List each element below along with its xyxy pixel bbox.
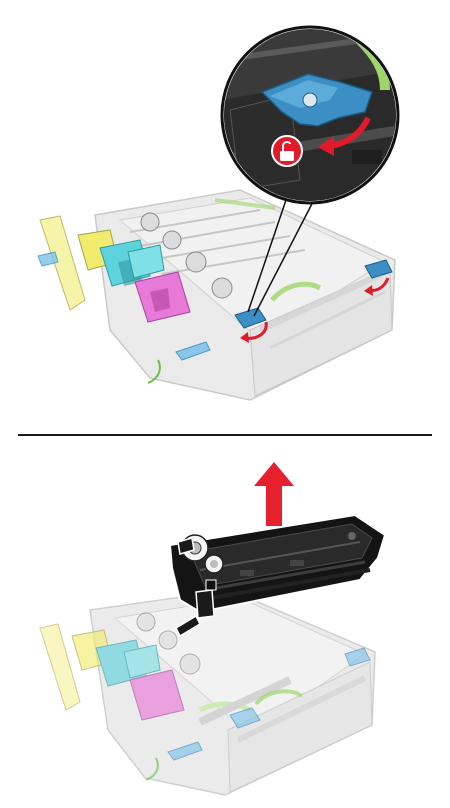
step-2-panel	[0, 440, 450, 808]
imaging-kit-unlock-illustration	[37, 25, 400, 401]
rear-blue-lock	[364, 259, 393, 296]
front-blue-lock	[229, 707, 261, 729]
imaging-kit-body	[89, 589, 376, 796]
green-handle	[270, 281, 322, 302]
cyan-developer-tab-2	[123, 644, 161, 679]
magenta-developer-tab	[134, 271, 191, 323]
gear-icon	[136, 612, 201, 675]
imaging-kit-remove-black-unit-illustration	[39, 462, 387, 796]
magenta-developer-tab	[129, 669, 185, 721]
green-cable	[145, 757, 159, 781]
lift-up-arrow-icon	[254, 462, 294, 526]
yellow-developer-tab	[39, 623, 81, 711]
callout-lines	[247, 195, 317, 317]
black-developer-unit	[168, 513, 387, 638]
unlock-icon	[271, 135, 303, 167]
cyan-developer-tab-2	[127, 244, 165, 279]
step-divider	[18, 434, 432, 436]
left-blue-tab	[37, 251, 59, 267]
zoom-callout	[220, 25, 400, 205]
left-blue-latch	[175, 341, 211, 361]
green-handle	[254, 689, 304, 706]
rear-blue-lock	[344, 647, 371, 667]
green-cable	[147, 359, 161, 384]
gear-icon	[204, 554, 224, 574]
step-1-panel	[37, 25, 400, 401]
front-blue-lock	[234, 307, 268, 343]
gear-icon	[140, 212, 233, 299]
left-blue-latch	[167, 741, 203, 761]
green-handle-top	[214, 198, 276, 210]
